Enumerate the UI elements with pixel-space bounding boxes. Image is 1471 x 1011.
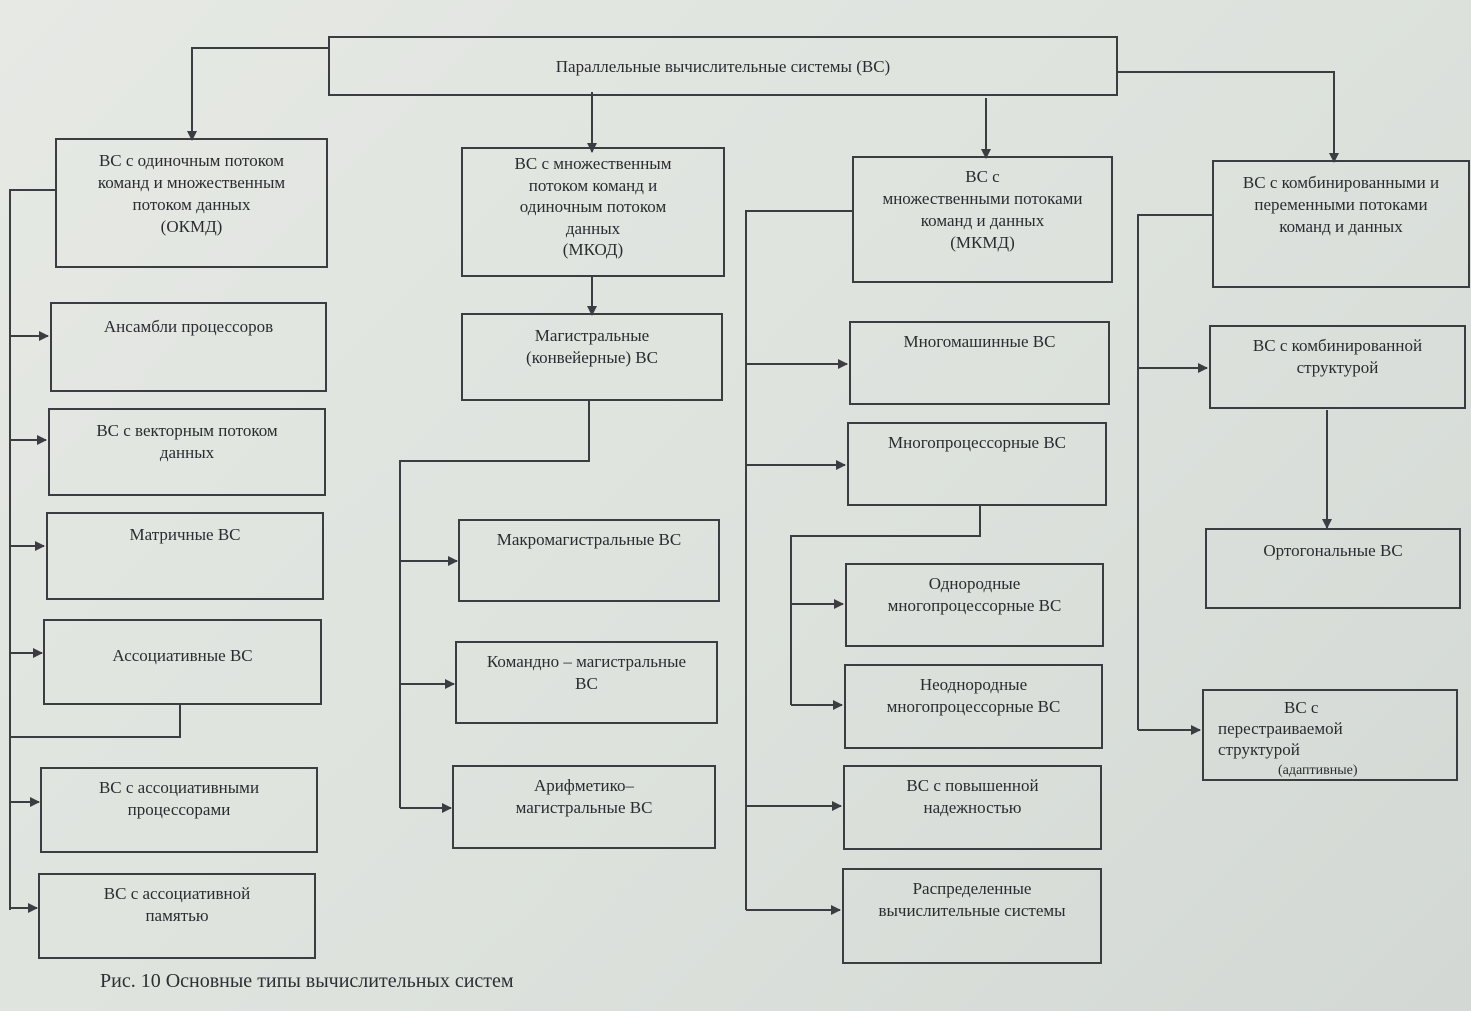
item-label: ВС с повышенной [906, 776, 1039, 795]
group-mkmd-line: множественными потоками [882, 189, 1083, 208]
item-label: Однородные [928, 574, 1021, 593]
mkmd-item-multiprocessor: Многопроцессорные ВС [847, 422, 1107, 506]
group-mkod-line: потоком команд и [528, 175, 658, 195]
okmd-item-vector: ВС с векторным потоком данных [48, 408, 326, 496]
comb-item-reconfigurable: ВС с перестраиваемой структурой (адаптив… [1202, 689, 1458, 781]
item-label: Распределенные [912, 879, 1032, 898]
mkmd-item-reliable: ВС с повышенной надежностью [843, 765, 1102, 850]
okmd-bus [9, 189, 55, 910]
group-mkmd-line: команд и данных [920, 211, 1045, 230]
mkod-item-macro: Макромагистральные ВС [458, 519, 720, 602]
group-mkmd-line: ВС с [965, 167, 1000, 186]
item-label: Макромагистральные ВС [496, 530, 682, 549]
arrow-root-okmd [187, 47, 330, 141]
item-label: структурой [1296, 358, 1379, 377]
mkod-bus [399, 400, 590, 808]
okmd-item-associative: Ассоциативные ВС [43, 619, 322, 705]
item-label: Ассоциативные ВС [112, 646, 253, 665]
comb-item-orthogonal: Ортогональные ВС [1205, 528, 1461, 609]
item-label: Многомашинные ВС [903, 332, 1056, 351]
item-label: Ортогональные ВС [1263, 541, 1403, 560]
group-okmd-line: потоком данных [132, 195, 251, 214]
figure-caption: Рис. 10 Основные типы вычислительных сис… [100, 970, 514, 992]
group-comb-line: переменными потоками [1254, 195, 1428, 214]
item-label: ВС с [1284, 698, 1319, 717]
group-comb-line: команд и данных [1279, 217, 1403, 236]
item-label: (адаптивные) [1278, 763, 1358, 778]
mkod-item-pipeline: Магистральные (конвейерные) ВС [461, 313, 723, 401]
item-label: ВС с ассоциативной [103, 884, 251, 903]
item-label: Матричные ВС [129, 525, 241, 544]
mkmd-item-homogeneous: Однородные многопроцессорные ВС [845, 563, 1104, 647]
arrow-root-comb [1116, 71, 1339, 163]
item-label: ВС с ассоциативными [98, 778, 260, 797]
group-mkod-line: данных [565, 218, 621, 238]
root-box: Параллельные вычислительные системы (ВС) [328, 36, 1118, 96]
multiproc-bus [790, 506, 981, 705]
mkod-item-command: Командно – магистральные ВС [455, 641, 718, 724]
group-okmd-box: ВС с одиночным потоком команд и множеств… [55, 138, 328, 268]
item-label: ВС с векторным потоком [96, 421, 278, 440]
item-label: структурой [1218, 740, 1300, 759]
item-label: Командно – магистральные [486, 652, 687, 671]
item-label: ВС с комбинированной [1252, 336, 1423, 355]
okmd-item-matrix: Матричные ВС [46, 512, 324, 600]
item-label: (конвейерные) ВС [526, 348, 658, 367]
root-label: Параллельные вычислительные системы (ВС) [555, 57, 891, 76]
item-label: надежностью [923, 798, 1022, 817]
item-label: многопроцессорные ВС [887, 596, 1062, 615]
group-mkod-line: ВС с множественным [514, 154, 672, 173]
item-label: Неоднородные [919, 675, 1028, 694]
item-label: процессорами [127, 800, 231, 819]
group-okmd-line: ВС с одиночным потоком [98, 151, 285, 170]
item-label: данных [159, 443, 215, 462]
item-label: перестраиваемой [1218, 719, 1343, 738]
mkod-item-arithmetic: Арифметико– магистральные ВС [452, 765, 716, 849]
comb-item-combined-structure: ВС с комбинированной структурой [1209, 325, 1466, 409]
group-mkod-line: одиночным потоком [519, 197, 667, 216]
item-label: памятью [145, 906, 209, 925]
mkmd-item-heterogeneous: Неоднородные многопроцессорные ВС [844, 664, 1103, 749]
mkmd-bus [745, 210, 852, 910]
item-label: Магистральные [534, 326, 650, 345]
mkmd-item-multimachine: Многомашинные ВС [849, 321, 1110, 405]
group-okmd-line: команд и множественным [97, 173, 286, 192]
group-okmd-line: (ОКМД) [160, 217, 223, 236]
item-label: Арифметико– [533, 776, 635, 795]
group-mkod-line: (МКОД) [562, 240, 624, 259]
item-label: ВС [575, 674, 598, 693]
mkmd-item-distributed: Распределенные вычислительные системы [842, 868, 1102, 964]
group-mkmd-box: ВС с множественными потоками команд и да… [852, 156, 1113, 283]
group-mkmd-line: (МКМД) [950, 233, 1015, 252]
okmd-item-ensembles: Ансамбли процессоров [50, 302, 327, 392]
okmd-item-assoc-memory: ВС с ассоциативной памятью [38, 873, 316, 959]
comb-bus [1137, 214, 1212, 730]
item-label: многопроцессорные ВС [886, 697, 1061, 716]
item-label: вычислительные системы [878, 901, 1066, 920]
item-label: Многопроцессорные ВС [887, 433, 1066, 452]
group-comb-box: ВС с комбинированными и переменными пото… [1212, 160, 1470, 288]
okmd-item-assoc-processors: ВС с ассоциативными процессорами [40, 767, 318, 853]
item-label: магистральные ВС [515, 798, 653, 817]
group-comb-line: ВС с комбинированными и [1242, 173, 1440, 192]
group-mkod-box: ВС с множественным потоком команд и один… [461, 147, 725, 277]
item-label: Ансамбли процессоров [103, 317, 274, 336]
assoc-link [10, 705, 181, 738]
